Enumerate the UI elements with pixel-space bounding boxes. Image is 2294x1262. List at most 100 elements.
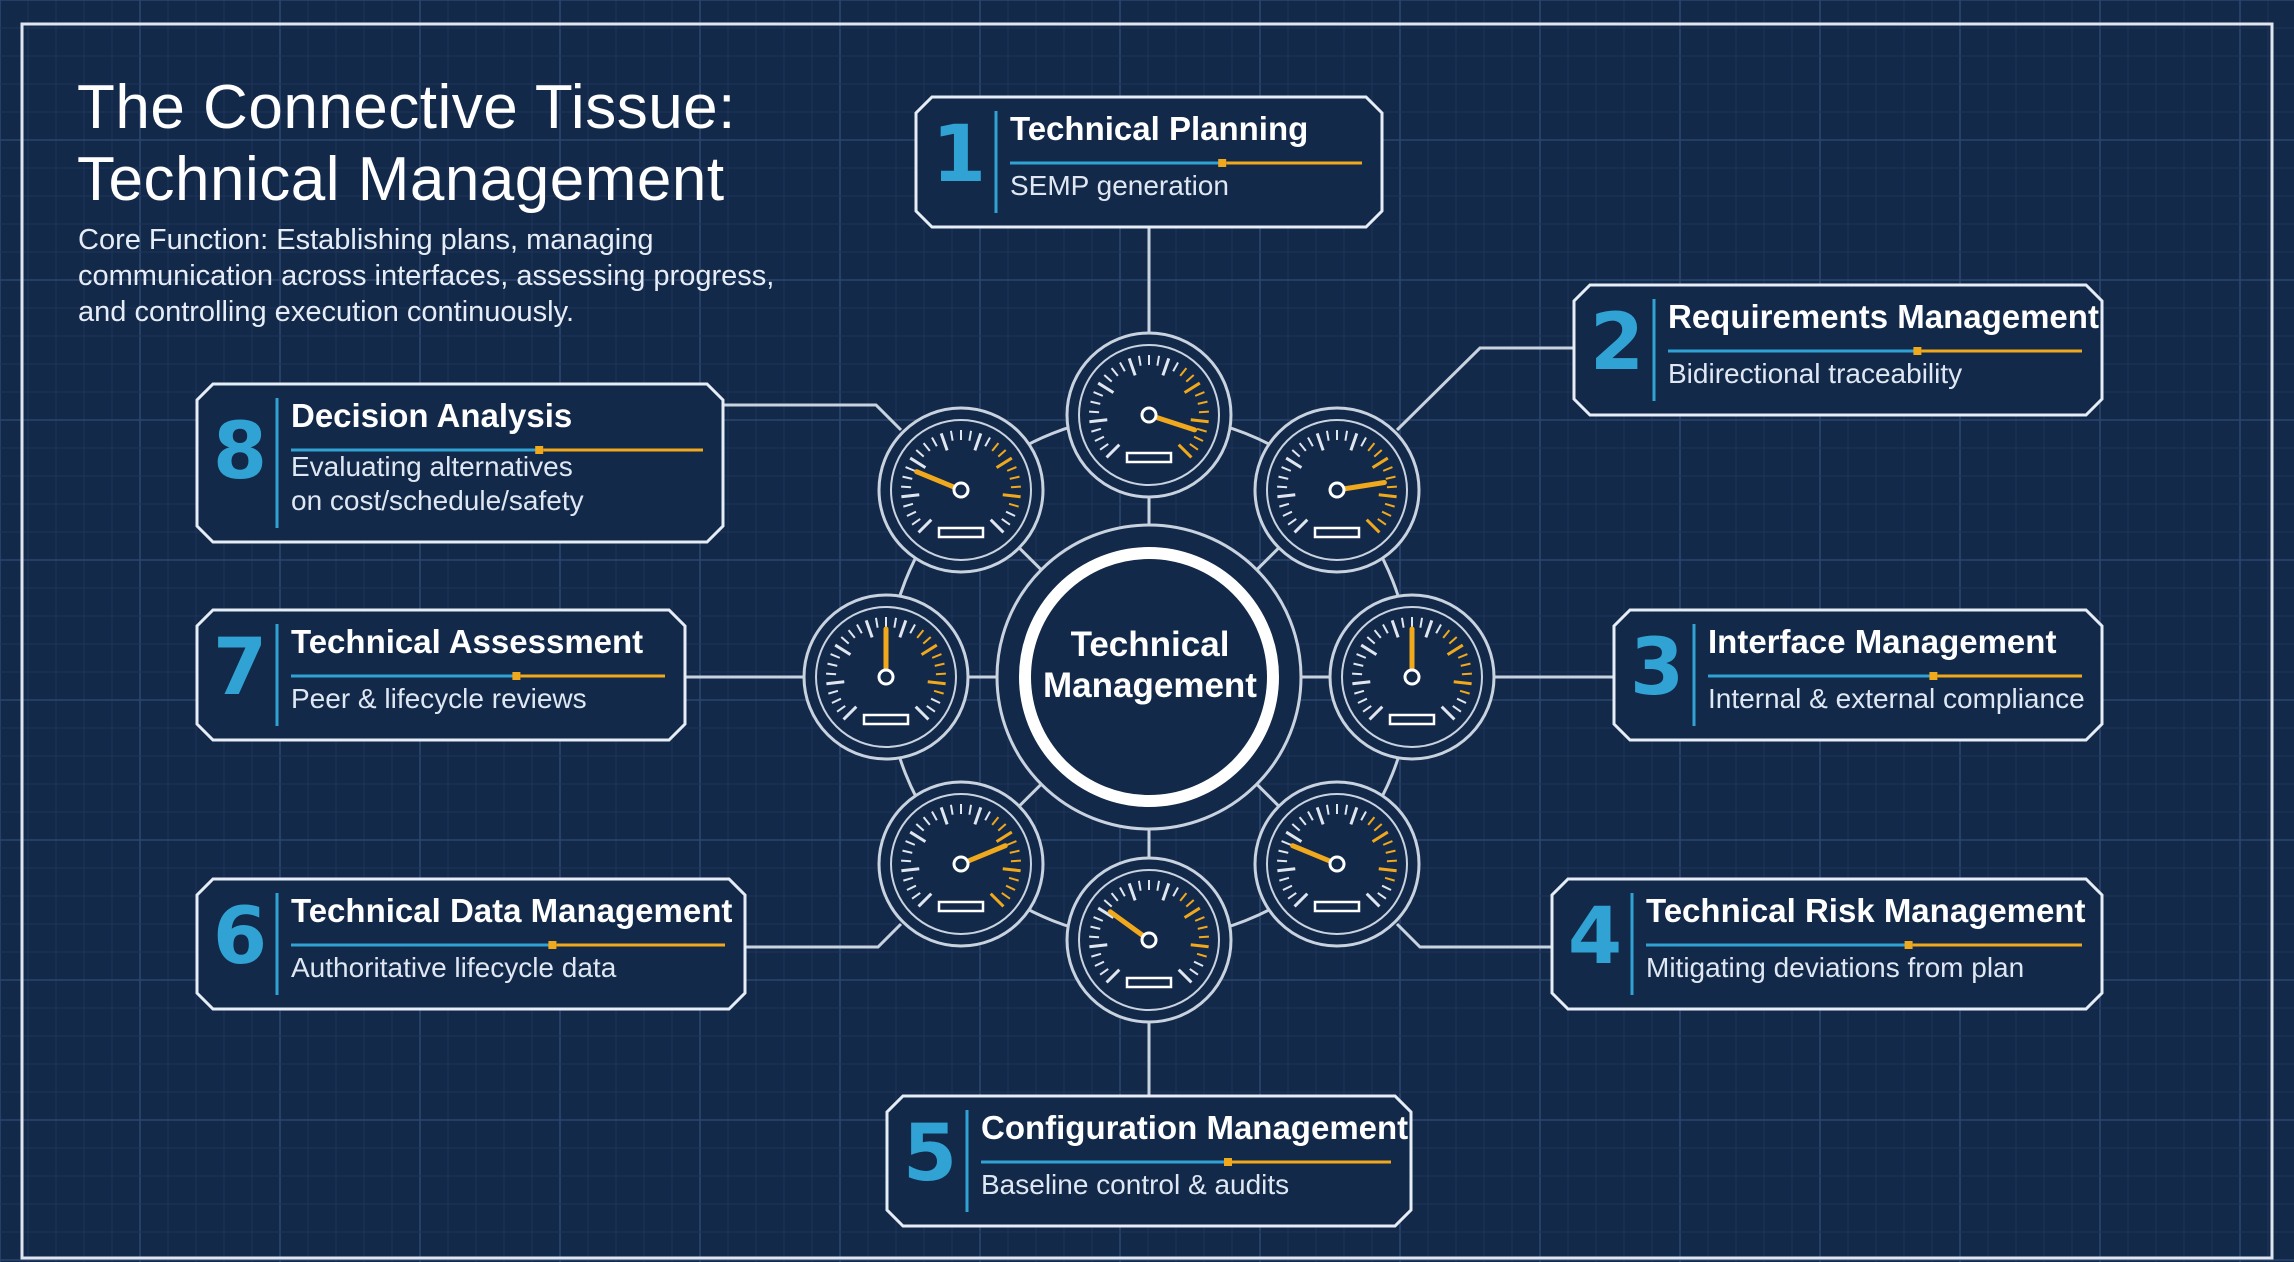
gauge-tick: [911, 892, 921, 900]
gauge-tick: [1325, 804, 1330, 815]
gauge-tick: [1377, 892, 1387, 900]
gauge-tick: [1385, 475, 1396, 480]
gauge-tick: [1285, 830, 1303, 843]
gauge-tick: [914, 705, 930, 721]
gauge-tick: [1287, 518, 1297, 526]
gauge-inner: [1078, 344, 1220, 486]
gauge-tick: [1277, 867, 1296, 873]
gauge-tick: [1371, 456, 1389, 469]
gauge-tick: [909, 830, 927, 843]
gauge-tick: [1360, 643, 1378, 656]
gauge-tick: [1189, 968, 1199, 976]
gauge-tick: [1291, 823, 1301, 832]
gauge-tick: [1385, 849, 1396, 854]
gauge-tick: [949, 804, 954, 815]
node-description: Bidirectional traceability: [1668, 358, 1963, 389]
gauge-readout: [1313, 900, 1361, 913]
gauge-tick: [1435, 624, 1442, 634]
gauge-5: [1065, 856, 1233, 1024]
gauge-tick: [1365, 518, 1381, 534]
gauge-tick: [874, 617, 879, 628]
node-description: Peer & lifecycle reviews: [291, 683, 587, 714]
gauge-tick: [1325, 430, 1330, 441]
node-title: Interface Management: [1708, 623, 2057, 660]
gauge-tick: [922, 636, 932, 645]
gauge-tick: [1089, 943, 1108, 949]
node-number: 5: [902, 1109, 958, 1199]
gauge-tick: [1378, 493, 1397, 499]
gauge-tick: [1005, 884, 1016, 891]
gauge-tick: [1009, 849, 1020, 854]
gauge-tick: [1360, 437, 1367, 447]
gauge-tick: [1091, 427, 1102, 433]
gauge-tick: [909, 456, 927, 469]
gauge-tick: [901, 859, 912, 863]
gauge-tick: [1287, 892, 1297, 900]
gauge-tick: [1446, 643, 1464, 656]
gauge-tick: [1197, 925, 1208, 930]
gauge-tick: [915, 823, 925, 832]
gauge-tick: [842, 705, 858, 721]
node-number: 3: [1629, 623, 1685, 713]
node-description: Authoritative lifecycle data: [291, 952, 617, 983]
gauge-tick: [840, 636, 850, 645]
gauge-tick: [1365, 892, 1381, 908]
gauge-tick: [922, 816, 931, 826]
connector-line: [1395, 346, 1574, 432]
gauge-readout: [937, 900, 985, 913]
gauge-tick: [909, 624, 916, 634]
gauge-pivot: [952, 855, 970, 873]
gauge-tick: [1001, 518, 1011, 526]
gauge-tick: [1457, 653, 1468, 659]
gauge-tick: [911, 518, 921, 526]
gauge-tick: [1367, 816, 1376, 826]
gauge-tick: [920, 643, 938, 656]
gauge-tick: [1354, 689, 1365, 695]
gauge-tick: [1349, 806, 1359, 825]
gauge-tick: [1367, 442, 1376, 452]
gauge-tick: [1198, 410, 1209, 414]
gauge-tick: [905, 466, 916, 472]
hub-spoke: [1254, 546, 1280, 573]
gauge-tick: [1459, 689, 1470, 695]
gauge-inner: [1266, 793, 1408, 935]
gauge-tick: [1278, 475, 1289, 480]
gauge-tick: [1344, 804, 1349, 815]
gauge-tick: [1453, 680, 1472, 686]
gauge-tick: [984, 811, 991, 821]
gauge-tick: [1110, 892, 1119, 902]
gauge-tick: [1352, 672, 1363, 676]
gauge-tick: [1424, 619, 1434, 638]
gauge-tick: [1009, 475, 1020, 480]
node-description: Baseline control & audits: [981, 1169, 1290, 1200]
gauge-tick: [1357, 697, 1368, 704]
gauge-tick: [989, 892, 1005, 908]
gauge-tick: [1119, 362, 1126, 372]
gauge-tick: [939, 806, 949, 825]
gauge-tick: [1190, 943, 1209, 949]
gauge-tick: [984, 437, 991, 447]
gauge-inner: [1266, 419, 1408, 561]
gauge-tick: [1281, 466, 1292, 472]
gauge-tick: [1373, 823, 1383, 832]
gauge-tick: [1307, 437, 1314, 447]
gauge-tick: [1193, 960, 1204, 967]
node-description-line-1: Evaluating alternatives: [291, 451, 573, 482]
gauge-tick: [1282, 510, 1293, 517]
gauge-tick: [1390, 619, 1400, 638]
gauge-pivot: [877, 668, 895, 686]
gauge-tick: [1362, 705, 1372, 713]
gauge-inner: [890, 793, 1032, 935]
gauge-tick: [1277, 485, 1288, 489]
gauge-tick: [898, 619, 908, 638]
node-title: Requirements Management: [1668, 298, 2099, 335]
gauge-tick: [949, 430, 954, 441]
gauge-tick: [968, 804, 973, 815]
gauge-tick: [968, 430, 973, 441]
node-decision-analysis: 8 Decision Analysis Evaluating alternati…: [197, 384, 723, 542]
gauge-tick: [995, 456, 1013, 469]
gauge-tick: [1006, 466, 1017, 472]
gauge-tick: [1353, 662, 1364, 667]
hub-circle: [1019, 547, 1279, 807]
hub-label-line-2: Management: [1043, 666, 1257, 705]
